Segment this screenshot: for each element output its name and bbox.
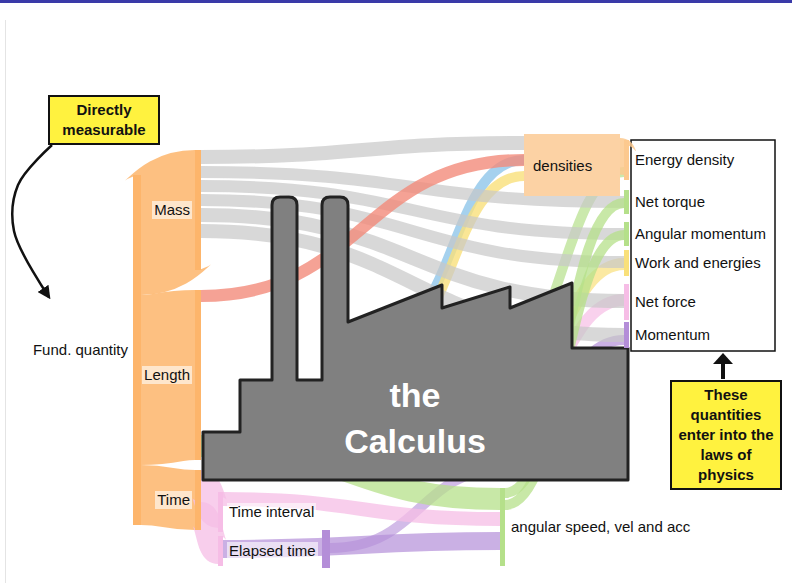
node-label: Time [155, 491, 192, 509]
callout-note: Directly measurable [48, 95, 160, 145]
flow-node: densities [524, 134, 620, 196]
flow-band [201, 143, 524, 157]
node-label: densities [533, 157, 592, 174]
factory-shape: the Calculus [200, 194, 632, 484]
flow-node: Momentum [624, 322, 629, 348]
node-label: Work and energies [633, 254, 763, 272]
flow-node: Fund. quantity [133, 175, 141, 525]
flow-node: Time [195, 470, 201, 530]
factory-outline [203, 197, 628, 480]
callout-arrow [12, 145, 52, 297]
flow-node: Mass [195, 150, 201, 270]
flow-node: Net torque [624, 190, 629, 214]
node-label: Energy density [633, 151, 736, 169]
node-label: Mass [152, 201, 192, 219]
node-label: Angular momentum [633, 225, 768, 243]
callout-text: These quantities enter into the laws of … [678, 385, 774, 485]
flow-node: Time interval [218, 492, 223, 532]
flow-band [201, 160, 524, 296]
pointer-arrowhead [713, 353, 733, 364]
flow-node: Net force [624, 284, 629, 320]
flow-node: angular speed, vel and acc [500, 488, 505, 566]
node-label: Length [142, 366, 192, 384]
flow-node: Energy density [624, 140, 629, 180]
node-label: Elapsed time [227, 542, 318, 560]
flow-node: Work and energies [624, 250, 629, 276]
flow-node: Elapsed time [218, 536, 223, 566]
node-label: Net force [633, 293, 698, 311]
top-rule [0, 0, 792, 3]
node-label: angular speed, vel and acc [509, 518, 692, 536]
factory-label: the Calculus [330, 372, 500, 464]
callout-note: These quantities enter into the laws of … [670, 380, 782, 490]
flow-node: Length [195, 290, 201, 460]
node-label: Time interval [227, 503, 316, 521]
flow-node: Angular momentum [624, 222, 629, 246]
node-label: Net torque [633, 193, 707, 211]
frame-line [5, 20, 6, 583]
callout-text: Directly measurable [56, 100, 152, 140]
node-label: Momentum [633, 326, 712, 344]
pointer-arrow [721, 363, 725, 379]
quantity-frame [631, 140, 775, 351]
flow-band [201, 516, 218, 550]
node-label: Fund. quantity [31, 341, 130, 359]
